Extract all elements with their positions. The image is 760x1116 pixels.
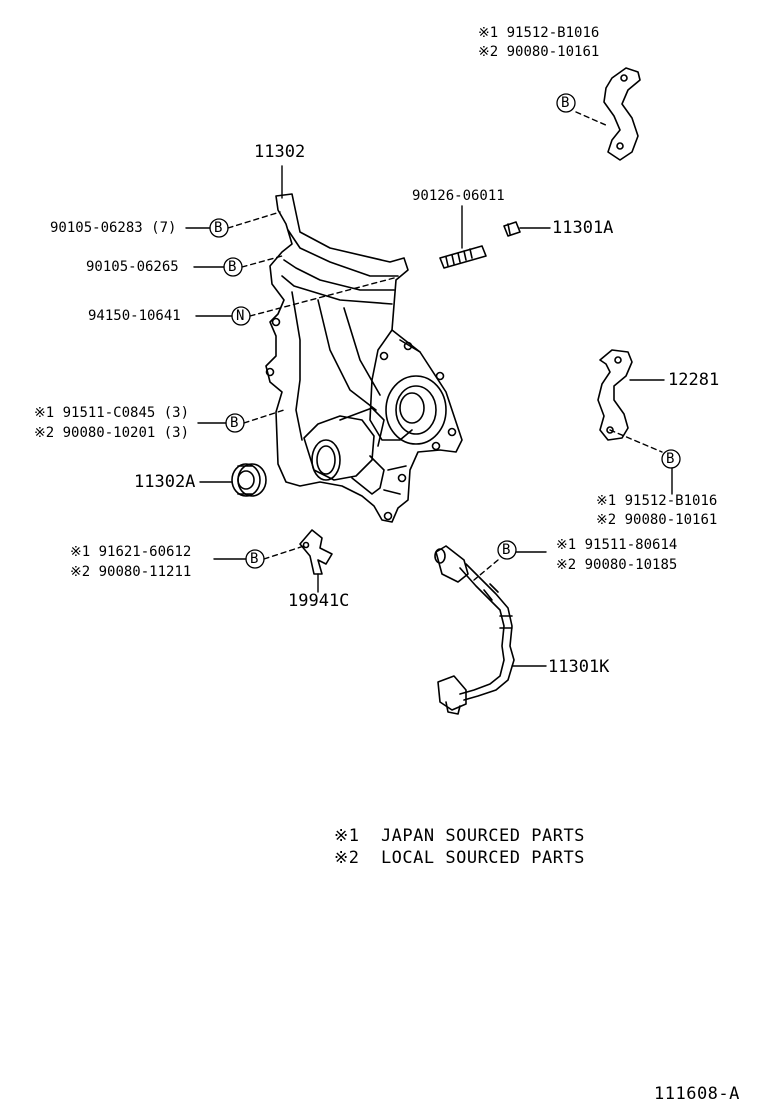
part-label-19941C: 19941C — [288, 591, 350, 611]
marker-b-left-low: B — [250, 551, 259, 567]
part-label-12281: 12281 — [668, 370, 720, 390]
sensor-bracket-illustration — [299, 529, 333, 575]
part-label-94150-10641: 94150-10641 — [88, 308, 181, 324]
callout-left-mid-local: ※2 90080-10201 (3) — [34, 425, 190, 441]
part-label-90126-06011: 90126-06011 — [412, 188, 505, 204]
callout-top-right-japan: ※1 91512-B1016 — [478, 25, 600, 41]
callout-right-mid-local: ※2 90080-10161 — [596, 512, 718, 528]
callout-left-mid-japan: ※1 91511-C0845 (3) — [34, 405, 190, 421]
legend-japan-sourced: ※1 JAPAN SOURCED PARTS — [334, 826, 585, 846]
marker-b-left-mid: B — [230, 415, 239, 431]
stud-bolt-illustration — [439, 245, 487, 269]
marker-b-90105-06283: B — [214, 220, 223, 236]
callout-right-low-local: ※2 90080-10185 — [556, 557, 678, 573]
callout-right-low-japan: ※1 91511-80614 — [556, 537, 678, 553]
marker-circles — [209, 93, 681, 569]
hanger-12281-illustration — [597, 349, 633, 441]
marker-b-top-right: B — [561, 95, 570, 111]
part-label-90105-06283: 90105-06283 (7) — [50, 220, 177, 236]
plug-illustration — [503, 221, 521, 237]
marker-b-right-low: B — [502, 542, 511, 558]
callout-top-right-local: ※2 90080-10161 — [478, 44, 600, 60]
marker-n-94150-10641: N — [236, 308, 245, 324]
part-label-11302: 11302 — [254, 142, 306, 162]
timing-cover-illustration — [265, 193, 463, 523]
leader-lines — [185, 111, 673, 667]
crank-sensor-illustration — [434, 545, 515, 715]
marker-b-right-mid: B — [666, 451, 675, 467]
callout-left-low-japan: ※1 91621-60612 — [70, 544, 192, 560]
callout-right-mid-japan: ※1 91512-B1016 — [596, 493, 718, 509]
figure-id: 111608-A — [654, 1084, 740, 1104]
part-label-90105-06265: 90105-06265 — [86, 259, 179, 275]
legend-local-sourced: ※2 LOCAL SOURCED PARTS — [334, 848, 585, 868]
callout-left-low-local: ※2 90080-11211 — [70, 564, 192, 580]
oil-seal-illustration — [231, 463, 267, 497]
hanger-top-illustration — [603, 67, 641, 161]
part-label-11301K: 11301K — [548, 657, 610, 677]
marker-b-90105-06265: B — [228, 259, 237, 275]
part-label-11302A: 11302A — [134, 472, 196, 492]
part-label-11301A: 11301A — [552, 218, 614, 238]
